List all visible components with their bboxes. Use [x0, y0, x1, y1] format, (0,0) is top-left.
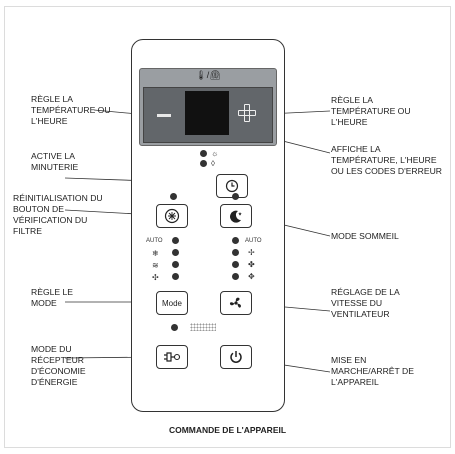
- fan-auto-light: [232, 237, 239, 244]
- filter-reset-button[interactable]: [156, 204, 188, 228]
- auto-mode-label: AUTO: [146, 238, 163, 244]
- clock-icon: ◊: [211, 159, 215, 168]
- fan-low-icon: ✥: [248, 272, 255, 281]
- label-adjust-temp-right: RÈGLE LA TEMPÉRATURE OU L'HEURE: [331, 95, 411, 127]
- label-eco-receiver: MODE DU RÉCEPTEUR D'ÉCONOMIE D'ÉNERGIE: [31, 344, 86, 387]
- label-mode: RÈGLE LE MODE: [31, 287, 74, 308]
- filter-icon: [164, 208, 180, 224]
- label-timer: ACTIVE LA MINUTERIE: [31, 151, 79, 172]
- receiver-window: [190, 323, 216, 331]
- auto-mode-light: [172, 237, 179, 244]
- lcd-screen: [185, 91, 229, 135]
- dry-mode-light: [172, 261, 179, 268]
- timer-icon: [225, 179, 239, 193]
- fan-auto-label: AUTO: [245, 238, 262, 244]
- eco-receiver-button[interactable]: [156, 345, 188, 369]
- fan-mode-icon: ✣: [152, 273, 159, 282]
- dry-mode-icon: ≋: [152, 261, 159, 270]
- thermometer-icon: ☼: [211, 149, 219, 158]
- sleep-moon-icon: [230, 210, 242, 223]
- fan-high-light: [232, 249, 239, 256]
- label-power: MISE EN MARCHE/ARRÊT DE L'APPAREIL: [331, 355, 414, 387]
- receiver-indicator-light: [171, 324, 178, 331]
- fan-medium-icon: ✤: [248, 260, 255, 269]
- label-filter-reset: RÉINITIALISATION DU BOUTON DE VÉRIFICATI…: [13, 193, 103, 236]
- label-fan-speed: RÉGLAGE DE LA VITESSE DU VENTILATEUR: [331, 287, 400, 319]
- cool-mode-icon: ❄: [152, 249, 159, 258]
- label-display: AFFICHE LA TEMPÉRATURE, L'HEURE OU LES C…: [331, 144, 442, 176]
- temperature-indicator-light: [200, 150, 207, 157]
- power-button[interactable]: [220, 345, 252, 369]
- eco-plug-icon: [164, 352, 181, 362]
- clock-indicator-light: [200, 160, 207, 167]
- display-mode-icons: 🌡/⏲: [195, 70, 221, 80]
- fan-low-light: [232, 273, 239, 280]
- fan-mode-light: [172, 273, 179, 280]
- fan-medium-light: [232, 261, 239, 268]
- fan-high-icon: ✢: [248, 248, 255, 257]
- power-icon: [230, 351, 242, 363]
- sleep-button[interactable]: [220, 204, 252, 228]
- cool-mode-light: [172, 249, 179, 256]
- fan-icon: [229, 297, 241, 308]
- figure-caption: COMMANDE DE L'APPAREIL: [168, 425, 287, 435]
- label-adjust-temp-left: RÈGLE LA TEMPÉRATURE OU L'HEURE: [31, 94, 111, 126]
- mode-button[interactable]: Mode: [156, 291, 188, 315]
- plus-icon[interactable]: [238, 104, 256, 122]
- label-sleep: MODE SOMMEIL: [331, 231, 399, 241]
- fan-speed-button[interactable]: [220, 291, 252, 315]
- figure-frame: [4, 6, 451, 448]
- minus-icon[interactable]: [157, 114, 171, 117]
- sleep-indicator-light: [232, 193, 239, 200]
- filter-indicator-light: [170, 193, 177, 200]
